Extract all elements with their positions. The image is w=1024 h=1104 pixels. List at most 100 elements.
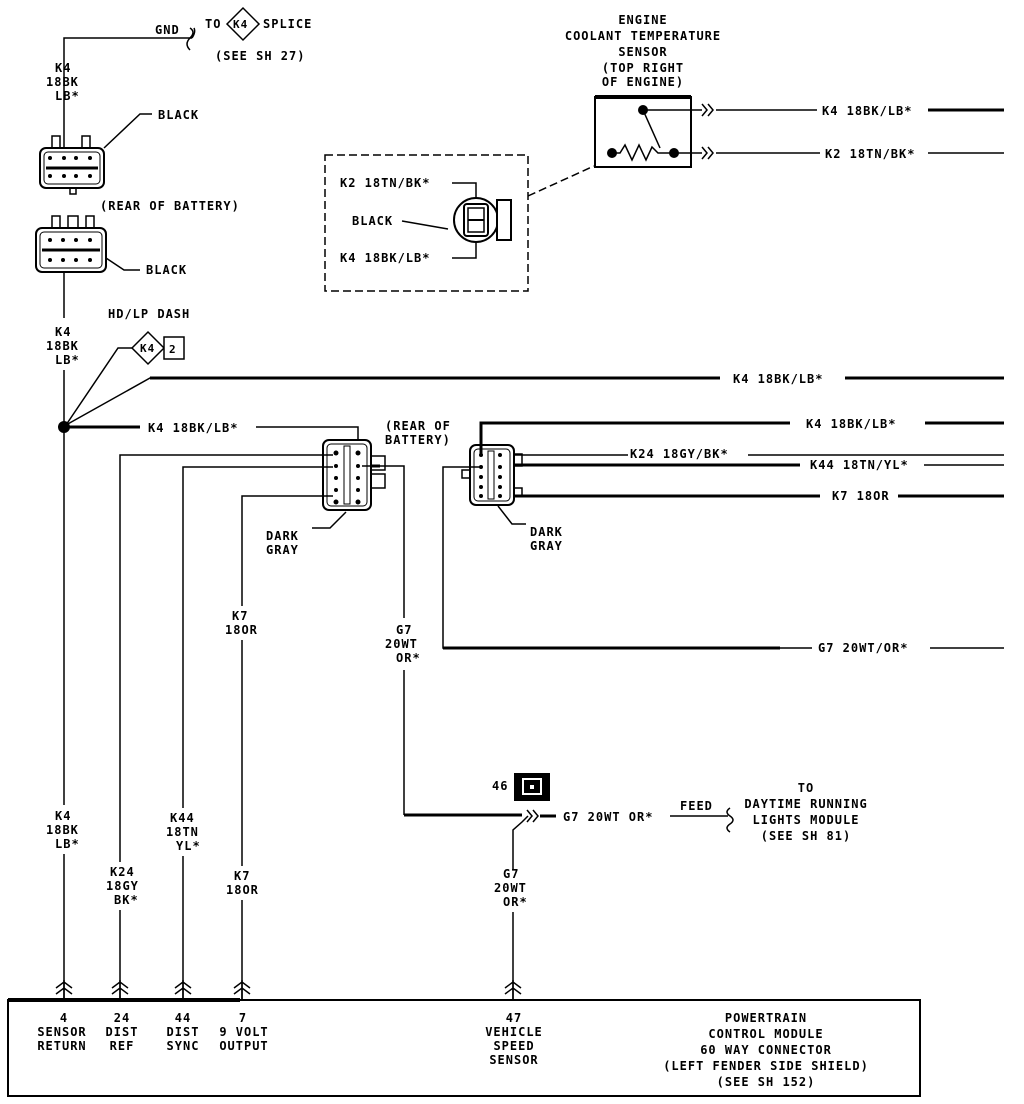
connector-chevron-icon bbox=[701, 103, 714, 117]
k44-low-label: K44 18TN YL* bbox=[164, 808, 204, 856]
dark-gray-label: GRAY bbox=[530, 539, 563, 553]
wire-gauge-color: 18TN bbox=[166, 825, 199, 839]
hd-lp-dash-splice: HD/LP DASH K4 2 K4 18BK/LB* K4 18BK/LB* bbox=[58, 307, 1004, 444]
pin-terminal-icon bbox=[504, 980, 522, 1000]
thermistor-icon bbox=[612, 143, 674, 162]
k7-wire-label: K7 18OR bbox=[832, 489, 890, 503]
pcm-pin-name: REF bbox=[110, 1039, 135, 1053]
connector-chevron-icon bbox=[526, 809, 539, 823]
rear-of-battery-label: BATTERY) bbox=[385, 433, 451, 447]
splice-label: SPLICE bbox=[263, 17, 312, 31]
splice-k4-id: K4 bbox=[140, 342, 155, 355]
splice-46-label: 46 bbox=[492, 779, 508, 793]
ect-title-line: ENGINE bbox=[618, 13, 667, 27]
pcm-pin-name: VEHICLE bbox=[485, 1025, 543, 1039]
drl-dest-line: DAYTIME RUNNING bbox=[744, 797, 867, 811]
wire-tracer: LB* bbox=[55, 353, 80, 367]
ect-sensor: ENGINE COOLANT TEMPERATURE SENSOR (TOP R… bbox=[565, 13, 1004, 168]
ect-title-line: COOLANT TEMPERATURE bbox=[565, 29, 721, 43]
connector-chevron-icon bbox=[701, 146, 714, 160]
wire-tracer: LB* bbox=[55, 837, 80, 851]
ect-wire-top: K4 18BK/LB* bbox=[822, 104, 912, 118]
wire-circuit: K44 bbox=[170, 811, 195, 825]
pcm-pin-number: 4 bbox=[60, 1011, 68, 1025]
dark-gray-connector-left: (REAR OF BATTERY) DARK GRAY bbox=[119, 419, 451, 1014]
wire-circuit: K7 bbox=[234, 869, 250, 883]
pcm-module: 4 SENSOR RETURN 24 DIST REF 44 DIST SYNC… bbox=[7, 998, 921, 1097]
dark-gray-label: GRAY bbox=[266, 543, 299, 557]
pcm-title-line: (SEE SH 152) bbox=[717, 1075, 816, 1089]
k44-wire-label: K44 18TN/YL* bbox=[810, 458, 909, 472]
pcm-pin-name: 9 VOLT bbox=[219, 1025, 268, 1039]
wire-gauge-color: 18BK bbox=[46, 339, 79, 353]
wire-tracer: YL* bbox=[176, 839, 201, 853]
wire-circuit: G7 bbox=[396, 623, 412, 637]
drl-dest-line: (SEE SH 81) bbox=[761, 829, 851, 843]
pcm-pin-number: 7 bbox=[239, 1011, 247, 1025]
ect-connector-inset: K2 18TN/BK* BLACK K4 18BK/LB* bbox=[324, 154, 595, 292]
mid-left-wire-label: K4 18BK LB* bbox=[46, 272, 80, 805]
k4-long-wire-label: K4 18BK/LB* bbox=[733, 372, 823, 386]
k4-splice-wire-label: K4 18BK/LB* bbox=[148, 421, 238, 435]
dark-gray-label: DARK bbox=[530, 525, 563, 539]
wire-gauge-color: 18GY bbox=[106, 879, 139, 893]
ect-title-line: OF ENGINE) bbox=[602, 75, 684, 89]
upper-left-wire-label: K4 18BK LB* bbox=[46, 61, 79, 103]
pcm-pin-name: SPEED bbox=[493, 1039, 534, 1053]
wire-tracer: BK* bbox=[114, 893, 139, 907]
ect-wire-bottom: K2 18TN/BK* bbox=[825, 147, 915, 161]
drl-dest-line: TO bbox=[798, 781, 814, 795]
pin-terminal-icon bbox=[55, 980, 73, 1000]
pcm-pin-name: SENSOR bbox=[489, 1053, 538, 1067]
g7-wire-label: G7 20WT/OR* bbox=[818, 641, 908, 655]
splice-id: K4 bbox=[233, 18, 248, 31]
k24-low-label: K24 18GY BK* bbox=[104, 862, 144, 910]
black-connector-top: BLACK bbox=[39, 108, 199, 195]
dark-gray-connector-right: K4 18BK/LB* K24 18GY/BK* K44 18TN/YL* K7… bbox=[442, 417, 1004, 655]
splice-diamond-icon bbox=[225, 6, 261, 42]
pin-terminal-icon bbox=[233, 980, 251, 1000]
pcm-pin-name: DIST bbox=[167, 1025, 200, 1039]
pcm-pin-name: OUTPUT bbox=[219, 1039, 268, 1053]
inset-color-label: BLACK bbox=[352, 214, 393, 228]
top-splice-reference: GND TO K4 SPLICE (SEE SH 27) bbox=[63, 6, 312, 160]
to-label: TO bbox=[205, 17, 221, 31]
pcm-pin-number: 47 bbox=[506, 1011, 522, 1025]
see-ref: (SEE SH 27) bbox=[215, 49, 305, 63]
pcm-pin-terminals bbox=[55, 980, 522, 1000]
ect-title-line: (TOP RIGHT bbox=[602, 61, 684, 75]
wire-circuit: G7 bbox=[503, 867, 519, 881]
black-connector-bottom: BLACK bbox=[35, 215, 187, 277]
feed-label: FEED bbox=[680, 799, 713, 813]
k4-right-wire-label: K4 18BK/LB* bbox=[806, 417, 896, 431]
wire-circuit: K4 bbox=[55, 325, 71, 339]
rear-of-battery-label: (REAR OF BATTERY) bbox=[100, 199, 240, 213]
pin-terminal-icon bbox=[174, 980, 192, 1000]
wire-gauge-color: 18BK bbox=[46, 823, 79, 837]
pcm-pin-name: DIST bbox=[106, 1025, 139, 1039]
wire-gauge-color: 18BK bbox=[46, 75, 79, 89]
k4-low-label: K4 18BK LB* bbox=[44, 806, 84, 1000]
wire-gauge-color: 20WT bbox=[385, 637, 418, 651]
ect-title-line: SENSOR bbox=[618, 45, 667, 59]
drl-dest-line: LIGHTS MODULE bbox=[753, 813, 860, 827]
pcm-pin-number: 24 bbox=[114, 1011, 130, 1025]
pcm-title-line: POWERTRAIN bbox=[725, 1011, 807, 1025]
pcm-pin-number: 44 bbox=[175, 1011, 191, 1025]
wire-gauge-color: 20WT bbox=[494, 881, 527, 895]
pcm-title-line: CONTROL MODULE bbox=[708, 1027, 823, 1041]
pin-terminal-icon bbox=[111, 980, 129, 1000]
black-label-top: BLACK bbox=[158, 108, 199, 122]
black-label-bottom: BLACK bbox=[146, 263, 187, 277]
inset-wire-top: K2 18TN/BK* bbox=[340, 176, 430, 190]
g7-feed-wire-label: G7 20WT OR* bbox=[563, 810, 653, 824]
splice-k4-number: 2 bbox=[169, 343, 177, 356]
pcm-title-line: (LEFT FENDER SIDE SHIELD) bbox=[663, 1059, 869, 1073]
pcm-pin-name: SENSOR bbox=[37, 1025, 86, 1039]
k7-low-label: K7 18OR bbox=[222, 866, 262, 900]
g7-mid-label: G7 20WT OR* bbox=[382, 618, 426, 670]
wire-gauge-color: 18OR bbox=[225, 623, 258, 637]
hd-lp-dash-label: HD/LP DASH bbox=[108, 307, 190, 321]
wire-circuit: K7 bbox=[232, 609, 248, 623]
